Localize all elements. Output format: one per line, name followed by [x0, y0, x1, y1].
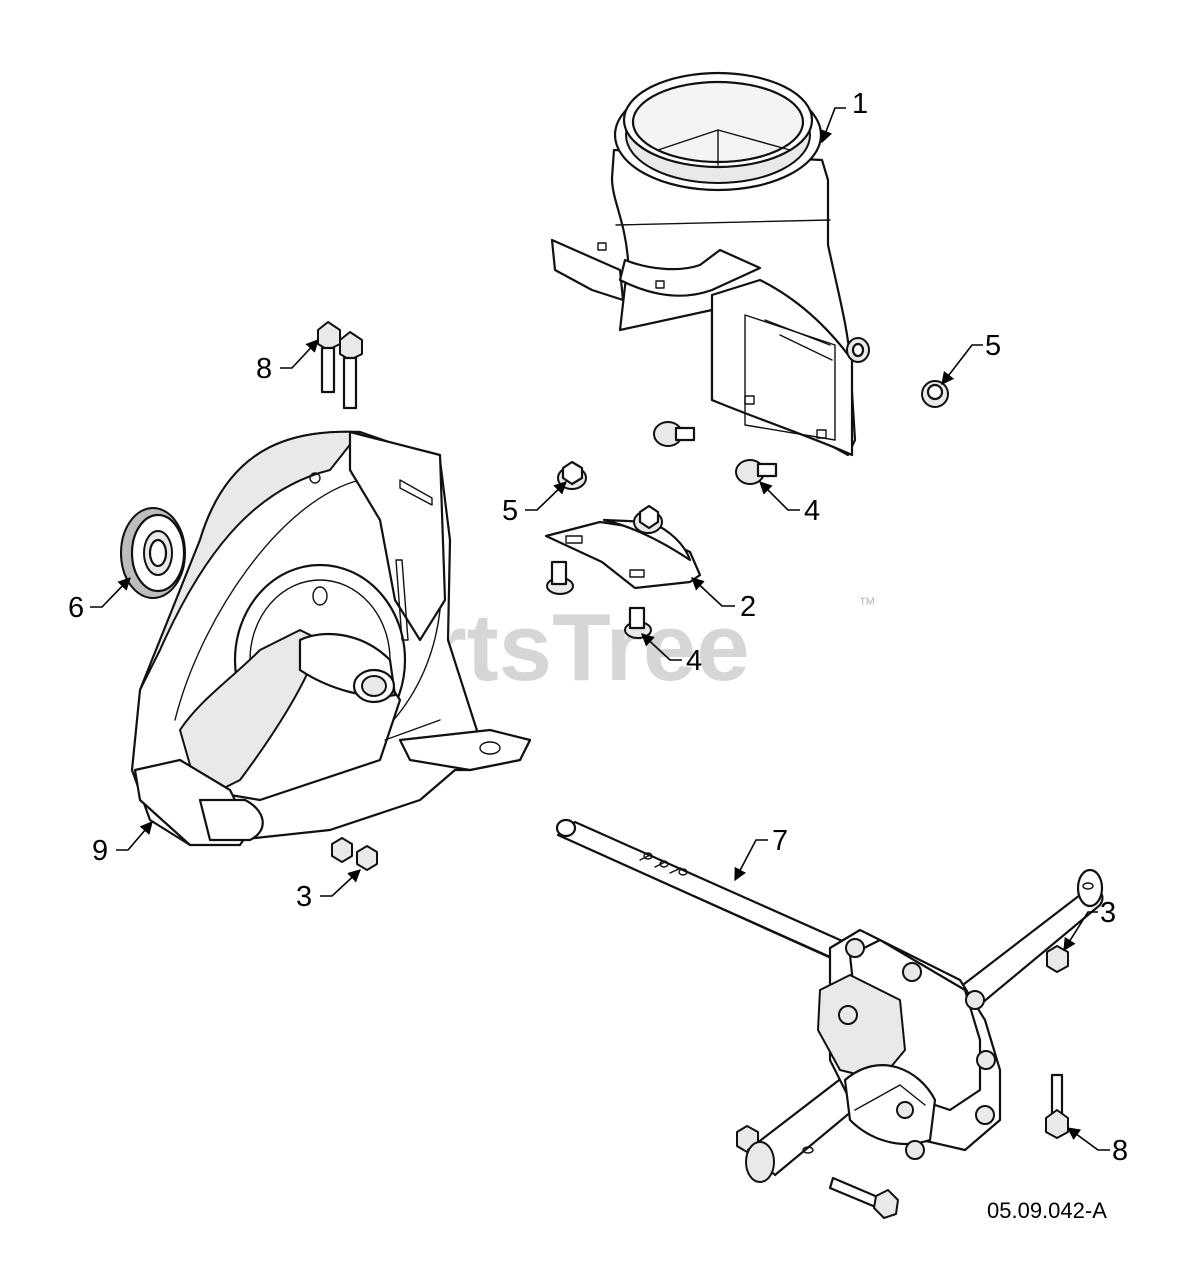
callout-3-left: 3 — [296, 869, 361, 913]
callout-4-upper: 4 — [759, 481, 820, 527]
svg-text:3: 3 — [296, 881, 312, 913]
part-8-bolt-lower[interactable] — [828, 1176, 899, 1219]
callout-3-right: 3 — [1063, 897, 1116, 952]
part-8-bolt-right[interactable] — [1045, 1073, 1069, 1139]
gearbox-bolts — [838, 938, 996, 1160]
callout-2: 2 — [691, 577, 756, 623]
part-3-nut-right[interactable] — [1046, 945, 1069, 973]
part-8-bolt-pair-upper[interactable] — [317, 321, 363, 410]
svg-text:5: 5 — [985, 330, 1001, 362]
callout-4-lower: 4 — [641, 633, 702, 677]
part-2-bracket[interactable] — [544, 518, 702, 590]
callout-1: 1 — [820, 88, 868, 144]
svg-text:7: 7 — [772, 825, 788, 857]
svg-text:3: 3 — [1100, 897, 1116, 929]
svg-text:5: 5 — [502, 495, 518, 527]
part-5-flange-nut-right[interactable] — [846, 337, 949, 408]
callout-8-lower: 8 — [1066, 1127, 1128, 1167]
svg-text:4: 4 — [804, 495, 820, 527]
part-3-nut-pair[interactable] — [331, 837, 378, 871]
callout-5-right: 5 — [941, 330, 1001, 386]
part-4-bolt-lower[interactable] — [546, 560, 652, 639]
callout-6: 6 — [68, 577, 131, 624]
diagram-reference-code: 05.09.042-A — [987, 1198, 1107, 1223]
part-4-bolt-upper[interactable] — [653, 421, 778, 485]
callout-8-upper: 8 — [256, 339, 319, 385]
part-9-impeller-housing[interactable] — [130, 430, 532, 847]
part-5-flange-nut-left[interactable] — [557, 460, 663, 534]
part-6-bearing[interactable] — [120, 507, 186, 599]
svg-text:2: 2 — [740, 591, 756, 623]
callout-9: 9 — [92, 821, 153, 867]
part-1-chute-adapter[interactable] — [550, 71, 857, 457]
callout-5-left: 5 — [502, 481, 567, 527]
svg-text:4: 4 — [686, 645, 702, 677]
svg-text:9: 9 — [92, 835, 108, 867]
svg-text:8: 8 — [256, 353, 272, 385]
svg-text:6: 6 — [68, 592, 84, 624]
part-7-shaft[interactable] — [555, 818, 860, 964]
watermark-trademark: ™ — [858, 594, 876, 614]
callout-7: 7 — [734, 825, 788, 882]
svg-text:1: 1 — [852, 88, 868, 120]
svg-text:8: 8 — [1112, 1135, 1128, 1167]
gearbox-assembly[interactable] — [745, 868, 1104, 1183]
